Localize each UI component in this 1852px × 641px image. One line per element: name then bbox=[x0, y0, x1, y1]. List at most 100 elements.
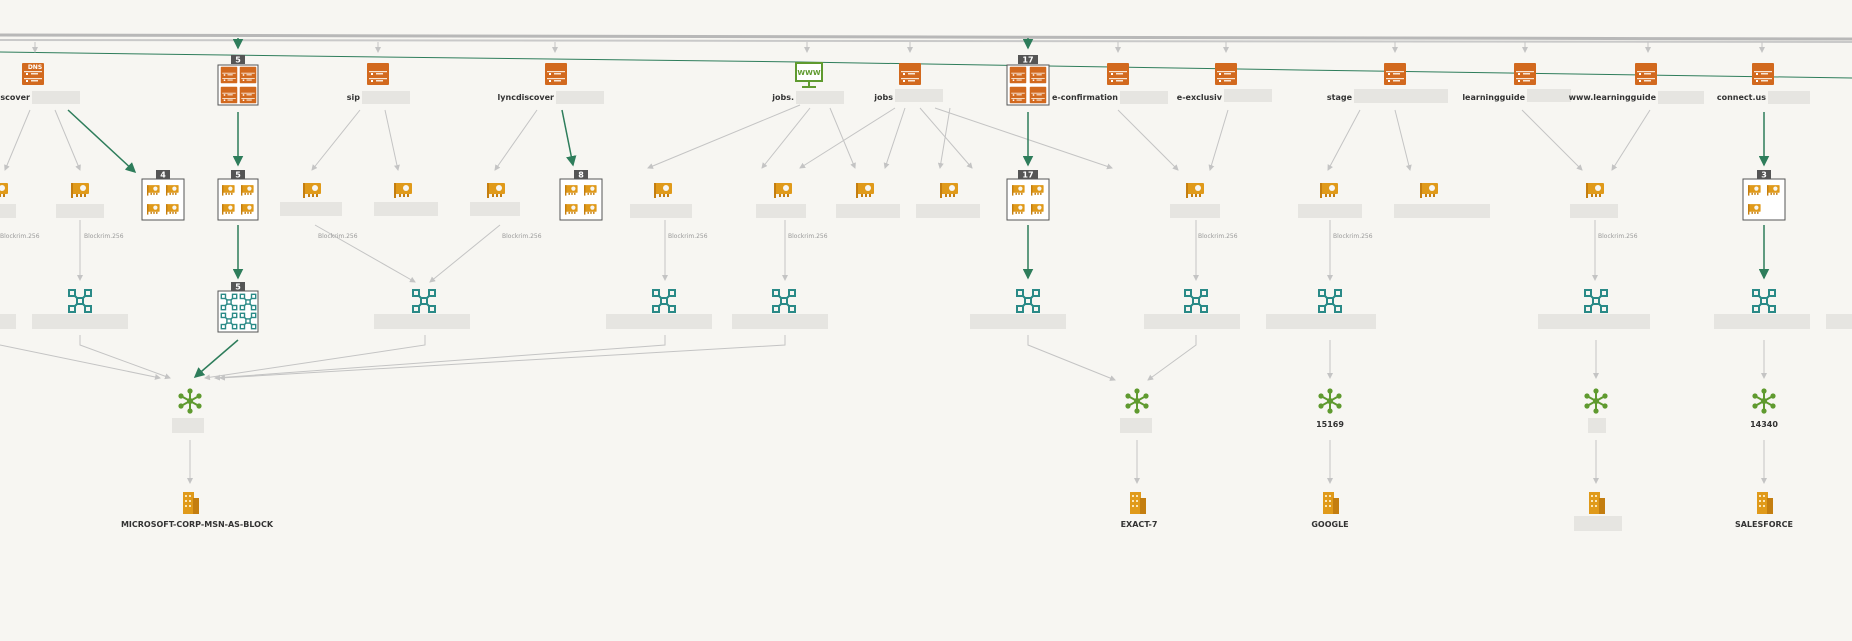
asn-label: 15169 bbox=[1316, 420, 1344, 429]
building-icon bbox=[1323, 492, 1339, 514]
dns-server-icon bbox=[545, 63, 567, 85]
network-card-icon bbox=[1186, 183, 1204, 198]
group-count: 5 bbox=[235, 56, 241, 65]
asn-nodes[interactable]: 15169 14340 bbox=[172, 387, 1778, 433]
dns-server-icon bbox=[239, 86, 257, 104]
group-count-badge bbox=[1018, 170, 1038, 179]
network-card-icon bbox=[487, 183, 505, 198]
dns-server-icon bbox=[220, 66, 238, 84]
host-nodes[interactable] bbox=[0, 289, 1852, 329]
edge-labels: Blockrim.256 Blockrim.256 Blockrim.256 B… bbox=[0, 233, 1638, 240]
edges-dns-to-cards-accent bbox=[67, 109, 1770, 174]
dns-node-connect-us[interactable]: connect.us bbox=[1717, 63, 1810, 104]
host-group-5[interactable]: 5 bbox=[217, 282, 259, 333]
www-badge: WWW bbox=[797, 69, 820, 77]
host-cluster-icon bbox=[1752, 289, 1776, 313]
dns-server-icon bbox=[1029, 66, 1047, 84]
dns-server-icon bbox=[1752, 63, 1774, 85]
top-edge-bundle bbox=[0, 33, 1852, 79]
asn-label: 14340 bbox=[1750, 420, 1778, 429]
dns-server-icon bbox=[1029, 86, 1047, 104]
network-card-icon bbox=[856, 183, 874, 198]
edges-dns-to-cards bbox=[4, 104, 1651, 171]
group-count-badge bbox=[156, 170, 170, 179]
card-group-8[interactable]: 8 bbox=[559, 170, 603, 221]
org-label: GOOGLE bbox=[1311, 520, 1348, 529]
card-group-4[interactable]: 4 bbox=[141, 170, 185, 221]
dns-node-e-exclusiv[interactable]: e-exclusiv bbox=[1177, 63, 1272, 102]
dns-server-icon bbox=[1107, 63, 1129, 85]
dns-node-label: www.learningguide bbox=[1569, 93, 1657, 102]
dns-node-label: e-confirmation bbox=[1052, 93, 1118, 102]
card-group-17[interactable]: 17 bbox=[1006, 170, 1050, 221]
dns-node-learningguide[interactable]: learningguide bbox=[1462, 63, 1571, 102]
edges-hosts-to-asn-accent bbox=[193, 339, 239, 378]
edge-label: Blockrim.256 bbox=[1598, 233, 1638, 240]
redacted-label bbox=[556, 91, 604, 104]
host-cluster-icon bbox=[1016, 289, 1040, 313]
network-card-icon bbox=[394, 183, 412, 198]
network-card-icon bbox=[1320, 183, 1338, 198]
edges-asn-to-org bbox=[187, 440, 1767, 484]
dns-node-stage[interactable]: stage bbox=[1327, 63, 1448, 103]
host-cluster-icon bbox=[412, 289, 436, 313]
group-count: 17 bbox=[1022, 56, 1033, 65]
dns-node-label: odiscover bbox=[0, 93, 30, 102]
building-icon bbox=[1589, 492, 1605, 514]
dns-node-odiscover[interactable]: DNS odiscover bbox=[0, 63, 80, 104]
group-count: 3 bbox=[1761, 171, 1767, 180]
dns-node-label: lyncdiscover bbox=[498, 93, 555, 102]
dns-group-17[interactable]: 17 bbox=[1006, 55, 1050, 106]
redacted-label bbox=[1574, 516, 1622, 531]
org-nodes[interactable]: MICROSOFT-CORP-MSN-AS-BLOCK EXACT-7 GOOG… bbox=[121, 492, 1793, 531]
edge-label: Blockrim.256 bbox=[668, 233, 708, 240]
dns-node-e-confirmation[interactable]: e-confirmation bbox=[1052, 63, 1168, 104]
network-card-icon bbox=[940, 183, 958, 198]
dns-node-label: learningguide bbox=[1462, 93, 1525, 102]
host-cluster-icon bbox=[68, 289, 92, 313]
edge-label: Blockrim.256 bbox=[1333, 233, 1373, 240]
group-count: 5 bbox=[235, 283, 241, 292]
building-icon bbox=[1130, 492, 1146, 514]
asn-hub-icon bbox=[177, 387, 203, 415]
dns-server-icon bbox=[1384, 63, 1406, 85]
dns-node-www-learningguide[interactable]: www.learningguide bbox=[1569, 63, 1704, 104]
dns-node-sip[interactable]: sip bbox=[347, 63, 410, 104]
edges-cards-to-hosts-accent bbox=[232, 225, 1770, 280]
edge-label: Blockrim.256 bbox=[0, 233, 40, 240]
edge-label: Blockrim.256 bbox=[1198, 233, 1238, 240]
dns-group-5[interactable]: 5 bbox=[217, 55, 259, 106]
dns-node-label: jobs bbox=[873, 93, 893, 102]
dns-server-icon bbox=[1215, 63, 1237, 85]
group-count: 17 bbox=[1022, 171, 1033, 180]
dns-node-label: jobs. bbox=[771, 93, 794, 102]
network-card-icon bbox=[1586, 183, 1604, 198]
redacted-label bbox=[362, 91, 410, 104]
www-node-jobs[interactable]: WWW jobs. bbox=[771, 62, 844, 104]
network-card-icon bbox=[1420, 183, 1438, 198]
host-cluster-icon bbox=[1318, 289, 1342, 313]
network-card-nodes[interactable] bbox=[0, 183, 1618, 218]
dns-server-icon bbox=[220, 86, 238, 104]
dns-server-icon bbox=[899, 63, 921, 85]
network-card-icon bbox=[303, 183, 321, 198]
dns-server-icon bbox=[367, 63, 389, 85]
org-label: EXACT-7 bbox=[1121, 520, 1158, 529]
asn-hub-icon bbox=[1317, 387, 1343, 415]
org-label: SALESFORCE bbox=[1735, 520, 1793, 529]
dns-badge: DNS bbox=[28, 64, 42, 71]
redacted-label bbox=[32, 91, 80, 104]
building-icon bbox=[1757, 492, 1773, 514]
host-cluster-icon bbox=[652, 289, 676, 313]
dns-node-jobs[interactable]: jobs bbox=[873, 63, 943, 102]
dns-node-label: e-exclusiv bbox=[1177, 93, 1223, 102]
top-arrow-stubs bbox=[32, 42, 1765, 53]
dns-server-icon bbox=[1514, 63, 1536, 85]
group-count-badge bbox=[1757, 170, 1771, 179]
edges-hosts-to-asn bbox=[0, 335, 1767, 381]
card-group-3[interactable]: 3 bbox=[1742, 170, 1786, 221]
card-group-5[interactable]: 5 bbox=[217, 170, 259, 221]
dns-node-lyncdiscover[interactable]: lyncdiscover bbox=[498, 63, 604, 104]
group-count: 4 bbox=[160, 171, 166, 180]
